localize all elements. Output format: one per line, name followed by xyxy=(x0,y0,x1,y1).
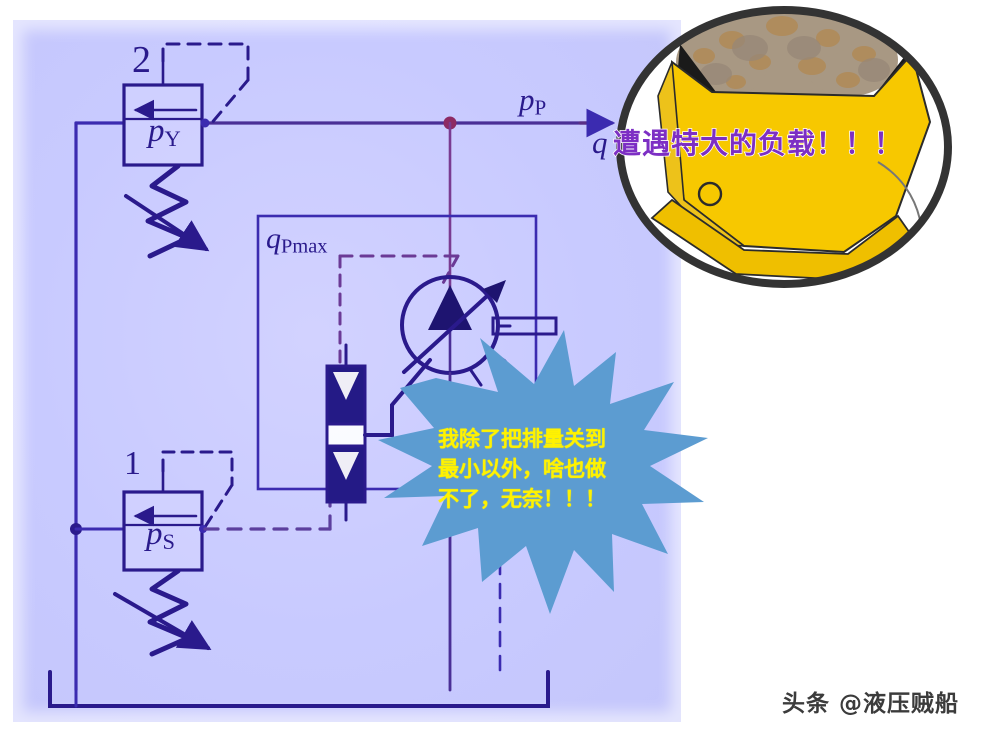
label-valve-2-number: 2 xyxy=(132,39,151,81)
label-qpmax-symbol: q xyxy=(266,222,281,255)
label-flow-q: q xyxy=(592,125,608,160)
label-py-subscript: Y xyxy=(164,125,181,151)
label-py-symbol: p xyxy=(148,113,165,149)
inset-ring xyxy=(616,6,952,288)
excavator-bucket-inset: 如 xyxy=(616,6,952,288)
label-pp-subscript: P xyxy=(534,95,547,120)
label-pressure-pp: pP xyxy=(519,82,546,121)
label-qpmax: qPmax xyxy=(266,222,327,258)
label-valve-1-number: 1 xyxy=(124,445,141,482)
burst-line-2: 最小以外，啥也做 xyxy=(438,457,606,481)
label-pp-symbol: p xyxy=(519,82,535,117)
burst-callout-text: 我除了把排量关到 最小以外，啥也做 不了，无奈！！！ xyxy=(438,424,650,514)
label-ps-subscript: S xyxy=(162,528,175,554)
label-valve-2-name: pY xyxy=(148,113,181,152)
svg-text:如: 如 xyxy=(908,247,930,272)
speech-burst-shape xyxy=(378,330,708,614)
watermark-text: 头条 @液压贼船 xyxy=(782,691,960,717)
label-qpmax-subscript: Pmax xyxy=(281,235,328,258)
label-valve-1-name: pS xyxy=(146,516,175,555)
burst-line-1: 我除了把排量关到 xyxy=(438,427,606,451)
burst-line-3: 不了，无奈！！！ xyxy=(438,487,606,511)
label-ps-symbol: p xyxy=(146,516,163,552)
inset-caption: 遭遇特大的负载！！！ xyxy=(612,126,904,161)
